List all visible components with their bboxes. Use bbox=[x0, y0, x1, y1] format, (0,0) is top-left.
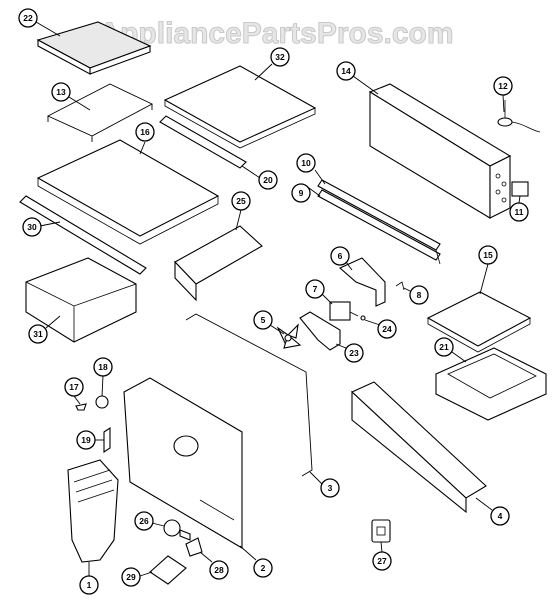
part-17-screw bbox=[75, 403, 87, 411]
callout-24[interactable]: 24 bbox=[377, 319, 397, 339]
callout-16[interactable]: 16 bbox=[135, 122, 155, 142]
part-25-shelf-panel bbox=[174, 225, 263, 302]
callout-12[interactable]: 12 bbox=[493, 76, 513, 96]
svg-text:21: 21 bbox=[439, 342, 449, 352]
part-13-wire-frame bbox=[46, 83, 153, 142]
part-22-cover bbox=[36, 21, 152, 75]
part-3-gasket bbox=[185, 313, 313, 477]
svg-text:10: 10 bbox=[301, 158, 311, 168]
part-26-bulb bbox=[163, 519, 191, 541]
part-19-pin bbox=[103, 426, 111, 454]
callout-17[interactable]: 17 bbox=[64, 377, 84, 397]
callout-19[interactable]: 19 bbox=[76, 430, 96, 450]
svg-text:1: 1 bbox=[87, 580, 92, 590]
part-28-socket bbox=[185, 537, 203, 557]
svg-text:13: 13 bbox=[56, 87, 66, 97]
part-21-ice-bin bbox=[435, 347, 547, 421]
part-15-ice-tray bbox=[426, 291, 532, 353]
svg-text:20: 20 bbox=[263, 175, 273, 185]
part-32-shelf bbox=[163, 65, 317, 149]
svg-text:26: 26 bbox=[139, 516, 149, 526]
svg-text:22: 22 bbox=[23, 13, 33, 23]
callout-7[interactable]: 7 bbox=[305, 279, 325, 299]
svg-text:5: 5 bbox=[261, 315, 266, 325]
svg-text:4: 4 bbox=[498, 511, 503, 521]
callout-group: 22 13 32 16 20 30 25 31 14 12 11 10 9 6 … bbox=[18, 8, 529, 595]
part-20-tube bbox=[159, 115, 247, 169]
svg-text:8: 8 bbox=[417, 290, 422, 300]
part-8-clip bbox=[395, 281, 405, 291]
callout-29[interactable]: 29 bbox=[121, 567, 141, 587]
callout-27[interactable]: 27 bbox=[372, 551, 392, 571]
callout-30[interactable]: 30 bbox=[22, 217, 42, 237]
svg-text:3: 3 bbox=[328, 483, 333, 493]
callout-32[interactable]: 32 bbox=[270, 47, 290, 67]
callout-5[interactable]: 5 bbox=[253, 310, 273, 330]
part-24-screw bbox=[360, 315, 366, 321]
svg-text:29: 29 bbox=[126, 572, 136, 582]
callout-13[interactable]: 13 bbox=[51, 82, 71, 102]
svg-text:24: 24 bbox=[382, 324, 392, 334]
svg-text:12: 12 bbox=[498, 81, 508, 91]
callout-2[interactable]: 2 bbox=[253, 558, 273, 578]
part-4-rail bbox=[351, 381, 487, 514]
callout-14[interactable]: 14 bbox=[336, 61, 356, 81]
svg-text:27: 27 bbox=[377, 556, 387, 566]
part-14-evaporator bbox=[368, 83, 512, 219]
part-16-shelf bbox=[36, 139, 220, 245]
svg-text:25: 25 bbox=[236, 196, 246, 206]
svg-text:28: 28 bbox=[214, 565, 224, 575]
callout-6[interactable]: 6 bbox=[330, 246, 350, 266]
callout-11[interactable]: 11 bbox=[509, 202, 529, 222]
part-6-bracket bbox=[338, 257, 386, 307]
callout-10[interactable]: 10 bbox=[296, 153, 316, 173]
part-9-10-heater bbox=[317, 179, 441, 265]
svg-text:7: 7 bbox=[313, 284, 318, 294]
callout-18[interactable]: 18 bbox=[93, 357, 113, 377]
callout-25[interactable]: 25 bbox=[231, 191, 251, 211]
svg-text:16: 16 bbox=[140, 127, 150, 137]
svg-text:2: 2 bbox=[261, 563, 266, 573]
callout-3[interactable]: 3 bbox=[320, 478, 340, 498]
svg-text:30: 30 bbox=[27, 222, 37, 232]
svg-text:15: 15 bbox=[483, 250, 493, 260]
part-18-knob bbox=[95, 395, 109, 409]
callout-23[interactable]: 23 bbox=[344, 343, 364, 363]
svg-text:18: 18 bbox=[98, 362, 108, 372]
svg-text:31: 31 bbox=[33, 329, 43, 339]
callout-28[interactable]: 28 bbox=[209, 560, 229, 580]
callout-21[interactable]: 21 bbox=[434, 337, 454, 357]
callout-26[interactable]: 26 bbox=[134, 511, 154, 531]
svg-text:9: 9 bbox=[299, 188, 304, 198]
callout-22[interactable]: 22 bbox=[18, 8, 38, 28]
part-5-fan-blade bbox=[276, 323, 302, 349]
svg-text:14: 14 bbox=[341, 66, 351, 76]
watermark-text: AppliancePartsPros.com bbox=[98, 17, 453, 50]
callout-31[interactable]: 31 bbox=[28, 324, 48, 344]
part-27-switch bbox=[371, 519, 391, 543]
svg-text:23: 23 bbox=[349, 348, 359, 358]
callout-1[interactable]: 1 bbox=[79, 575, 99, 595]
callout-20[interactable]: 20 bbox=[258, 170, 278, 190]
callout-4[interactable]: 4 bbox=[490, 506, 510, 526]
svg-text:19: 19 bbox=[81, 435, 91, 445]
callout-15[interactable]: 15 bbox=[478, 245, 498, 265]
callout-8[interactable]: 8 bbox=[409, 285, 429, 305]
part-12-thermostat bbox=[497, 100, 541, 133]
part-30-tube bbox=[19, 195, 147, 275]
svg-text:17: 17 bbox=[69, 382, 79, 392]
part-11-relay bbox=[511, 181, 529, 197]
callout-9[interactable]: 9 bbox=[291, 183, 311, 203]
part-1-housing bbox=[67, 459, 119, 563]
svg-text:6: 6 bbox=[338, 251, 343, 261]
part-29-cover bbox=[149, 555, 187, 585]
part-7-timer bbox=[329, 301, 359, 321]
part-2-panel bbox=[123, 377, 243, 549]
part-23-bracket bbox=[299, 311, 341, 351]
svg-text:32: 32 bbox=[275, 52, 285, 62]
svg-text:11: 11 bbox=[515, 207, 524, 217]
